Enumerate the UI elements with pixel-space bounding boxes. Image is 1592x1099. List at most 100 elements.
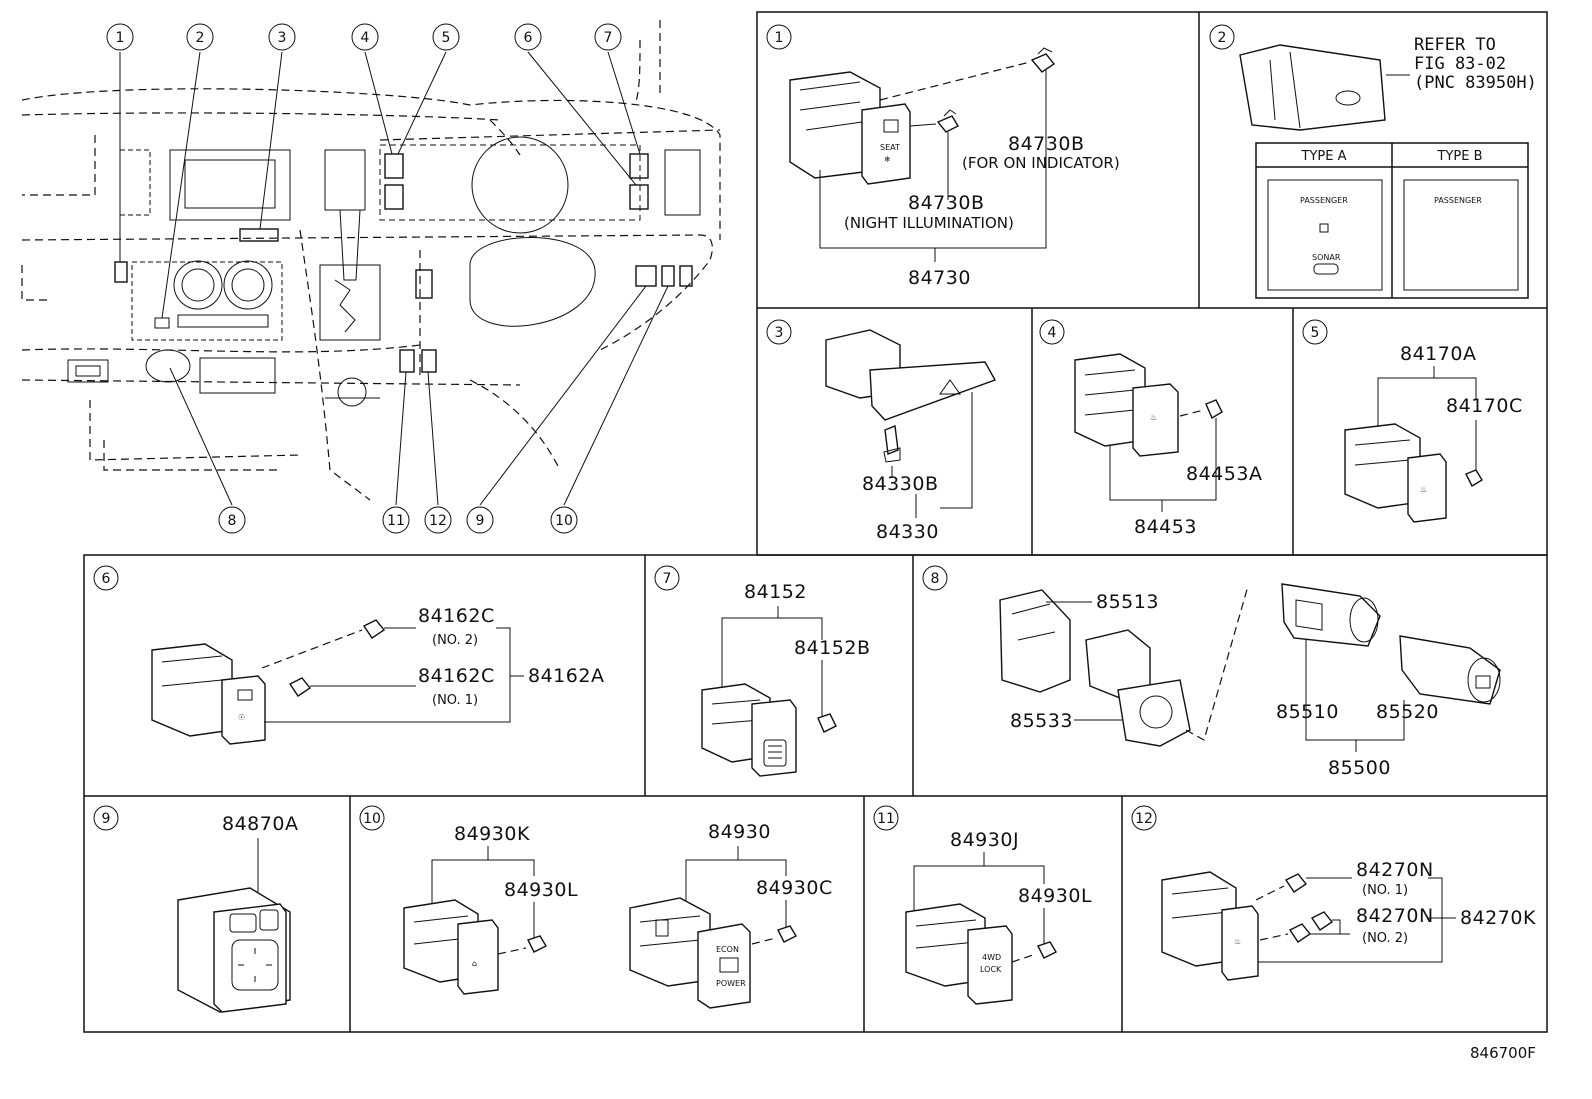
overview-callout-2: 2 <box>186 23 214 51</box>
part-85513: 85513 <box>1096 591 1159 613</box>
panel-7: 7 84152 84152B <box>654 565 870 777</box>
svg-text:12: 12 <box>1135 811 1153 827</box>
refer-line-1: REFER TO <box>1414 35 1496 55</box>
part-84162A: 84162A <box>528 665 604 687</box>
panel-4: 4 ♨ 84453A 84453 <box>1039 319 1262 538</box>
part-84152: 84152 <box>744 581 807 603</box>
part-84270K: 84270K <box>1460 907 1536 929</box>
svg-text:8: 8 <box>228 513 237 529</box>
part-84453A: 84453A <box>1186 463 1262 485</box>
panel-9: 9 84870A <box>93 805 298 1013</box>
part-84930K: 84930K <box>454 823 530 845</box>
part-84453: 84453 <box>1134 516 1197 538</box>
overview-callout-3: 3 <box>268 23 296 51</box>
dashboard-overview: 1 2 3 4 5 6 7 8 11 12 9 10 <box>21 20 721 534</box>
part-84162C-no1: 84162C <box>418 665 495 687</box>
svg-text:LOCK: LOCK <box>980 965 1002 974</box>
overview-callout-5: 5 <box>432 23 460 51</box>
svg-text:❄: ❄ <box>884 155 891 164</box>
part-84270N-no2: 84270N <box>1356 905 1434 927</box>
svg-text:8: 8 <box>931 571 940 587</box>
part-84170A: 84170A <box>1400 343 1476 365</box>
part-84170C: 84170C <box>1446 395 1523 417</box>
part-84730B-on: 84730B <box>1008 133 1084 155</box>
svg-text:PASSENGER: PASSENGER <box>1434 196 1482 205</box>
part-84730: 84730 <box>908 267 971 289</box>
svg-text:12: 12 <box>429 513 447 529</box>
svg-text:PASSENGER: PASSENGER <box>1300 196 1348 205</box>
part-84162C-no2: 84162C <box>418 605 495 627</box>
panel-1: 1 SEAT ❄ 84730B (FOR ON INDICATOR) 84730… <box>766 24 1120 289</box>
part-84930: 84930 <box>708 821 771 843</box>
svg-text:SONAR: SONAR <box>1312 253 1341 262</box>
overview-callout-10: 10 <box>550 506 578 534</box>
svg-text:4: 4 <box>361 30 370 46</box>
svg-text:10: 10 <box>363 811 381 827</box>
svg-text:3: 3 <box>278 30 287 46</box>
part-84330B: 84330B <box>862 473 938 495</box>
svg-text:11: 11 <box>877 811 895 827</box>
svg-text:☉: ☉ <box>238 713 245 722</box>
note-12-no2: (NO. 2) <box>1362 931 1408 946</box>
svg-text:♨: ♨ <box>1420 485 1427 494</box>
part-84270N-no1: 84270N <box>1356 859 1434 881</box>
part-85533: 85533 <box>1010 710 1073 732</box>
svg-text:ECON: ECON <box>716 945 739 954</box>
svg-text:1: 1 <box>116 30 125 46</box>
svg-text:7: 7 <box>663 571 672 587</box>
svg-text:7: 7 <box>604 30 613 46</box>
part-84730B-night: 84730B <box>908 192 984 214</box>
part-84930J: 84930J <box>950 829 1019 851</box>
panel-3: 3 84330B 84330 <box>766 319 997 543</box>
svg-text:POWER: POWER <box>716 979 746 988</box>
panel-10: 10 84930K 84930L ⌂ 84930 84930C ECON POW… <box>359 805 833 1009</box>
svg-text:6: 6 <box>524 30 533 46</box>
panel-1-number: 1 <box>775 30 784 46</box>
svg-text:9: 9 <box>102 811 111 827</box>
overview-callout-12: 12 <box>424 506 452 534</box>
svg-text:5: 5 <box>442 30 451 46</box>
svg-text:4WD: 4WD <box>982 953 1001 962</box>
panel-6: 6 ☉ 84162C (NO. 2) 84162C (NO. 1) 84162A <box>93 565 604 745</box>
panel-2: 2 REFER TO FIG 83-02 (PNC 83950H) TYPE A… <box>1209 24 1537 299</box>
panel-11: 11 84930J 84930L 4WD LOCK <box>873 805 1092 1005</box>
overview-callout-6: 6 <box>514 23 542 51</box>
type-a-label: TYPE A <box>1301 149 1347 164</box>
note-night-illumination: (NIGHT ILLUMINATION) <box>844 214 1014 232</box>
part-84930L-b: 84930L <box>1018 885 1092 907</box>
refer-line-2: FIG 83-02 <box>1414 54 1506 74</box>
overview-callout-7: 7 <box>594 23 622 51</box>
overview-callout-1: 1 <box>106 23 134 51</box>
part-85520: 85520 <box>1376 701 1439 723</box>
svg-text:11: 11 <box>387 513 405 529</box>
refer-line-3: (PNC 83950H) <box>1414 73 1537 93</box>
diagram-code: 846700F <box>1470 1044 1536 1062</box>
svg-text:2: 2 <box>196 30 205 46</box>
overview-callout-4: 4 <box>351 23 379 51</box>
panel-8: 8 85513 85533 85510 85520 85500 <box>922 565 1501 779</box>
part-84330: 84330 <box>876 521 939 543</box>
part-84930C: 84930C <box>756 877 833 899</box>
panel-12: 12 ♨ 84270N (NO. 1) 84270N (NO. 2) 84270… <box>1131 805 1536 981</box>
svg-text:4: 4 <box>1048 325 1057 341</box>
svg-text:6: 6 <box>102 571 111 587</box>
svg-text:2: 2 <box>1218 30 1227 46</box>
overview-callout-11: 11 <box>382 506 410 534</box>
svg-text:SEAT: SEAT <box>880 143 900 152</box>
note-no2: (NO. 2) <box>432 633 478 648</box>
note-no1: (NO. 1) <box>432 693 478 708</box>
note-12-no1: (NO. 1) <box>1362 883 1408 898</box>
svg-text:⌂: ⌂ <box>472 959 477 968</box>
part-85500: 85500 <box>1328 757 1391 779</box>
svg-text:10: 10 <box>555 513 573 529</box>
note-for-on-indicator: (FOR ON INDICATOR) <box>962 154 1120 172</box>
overview-callout-9: 9 <box>466 506 494 534</box>
overview-callout-8: 8 <box>218 506 246 534</box>
panel-grid <box>83 11 1548 1033</box>
panel-5: 5 84170A 84170C ♨ <box>1302 319 1523 523</box>
part-84870A: 84870A <box>222 813 298 835</box>
svg-text:♨: ♨ <box>1150 413 1157 422</box>
svg-text:9: 9 <box>476 513 485 529</box>
svg-text:♨: ♨ <box>1234 937 1241 946</box>
